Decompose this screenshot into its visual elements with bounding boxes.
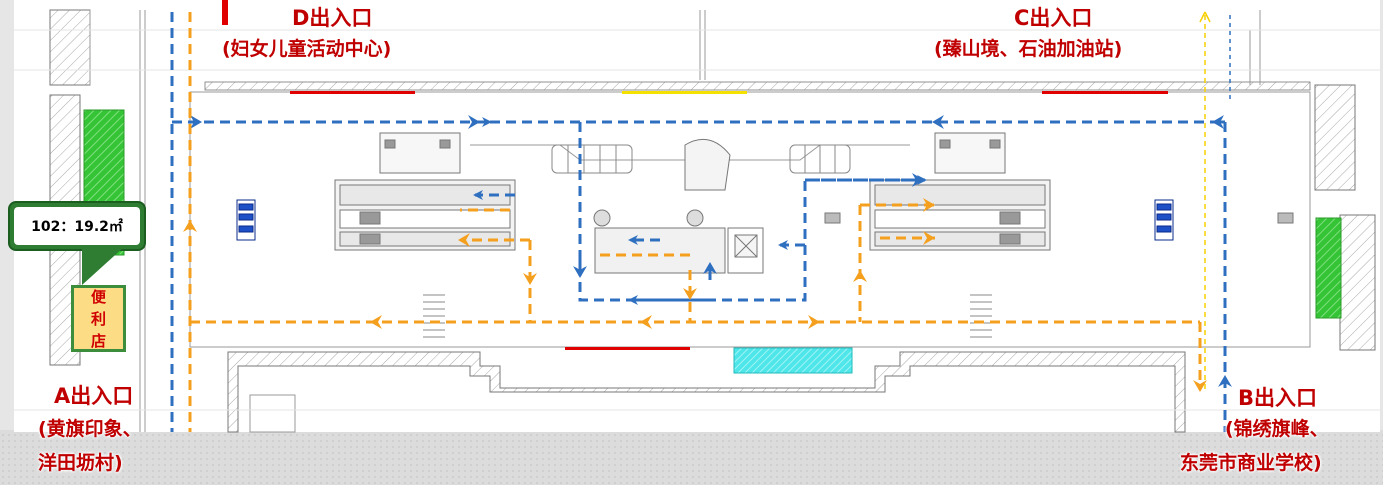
red-marker-c	[1042, 91, 1168, 94]
shop-name-char-1: 便	[90, 287, 106, 306]
exit-a-subtitle-line2: 洋田坜村)	[38, 452, 123, 474]
exit-d-subtitle: (妇女儿童活动中心)	[222, 38, 392, 60]
shop-area-label: 102：19.2㎡	[14, 207, 140, 245]
exit-c-subtitle: (臻山境、石油加油站)	[934, 38, 1123, 60]
ticket-office	[379, 132, 1006, 174]
convenience-store: 便 利 店	[71, 285, 126, 352]
escalator-right	[869, 179, 1051, 251]
blue-arrowheads	[190, 115, 1232, 387]
exit-b-subtitle-line2: 东莞市商业学校)	[1180, 452, 1322, 474]
exit-c-title: C出入口	[1014, 6, 1093, 30]
red-marker-bottom	[565, 347, 690, 350]
bottom-texture	[0, 430, 1383, 485]
escalator-left	[334, 179, 516, 251]
fare-gates	[551, 144, 851, 174]
exit-d-title: D出入口	[292, 6, 373, 30]
shop-name-char-2: 利	[90, 309, 106, 328]
shop-name-char-3: 店	[90, 331, 106, 350]
d-exit-marker	[222, 0, 228, 25]
central-stair	[593, 138, 764, 274]
orange-arrowheads	[183, 198, 1207, 392]
yellow-marker	[622, 91, 747, 94]
cyan-zone	[733, 347, 853, 374]
ticket-machines	[236, 199, 1174, 241]
exit-b-title: B出入口	[1238, 386, 1318, 410]
exit-b-subtitle-line1: (锦绣旗峰、	[1225, 418, 1329, 440]
exit-a-subtitle-line1: (黄旗印象、	[38, 418, 142, 440]
green-zone-right	[1315, 217, 1342, 319]
exit-a-title: A出入口	[54, 384, 134, 408]
shop-callout-tail	[82, 247, 124, 285]
red-marker-d	[290, 91, 415, 94]
